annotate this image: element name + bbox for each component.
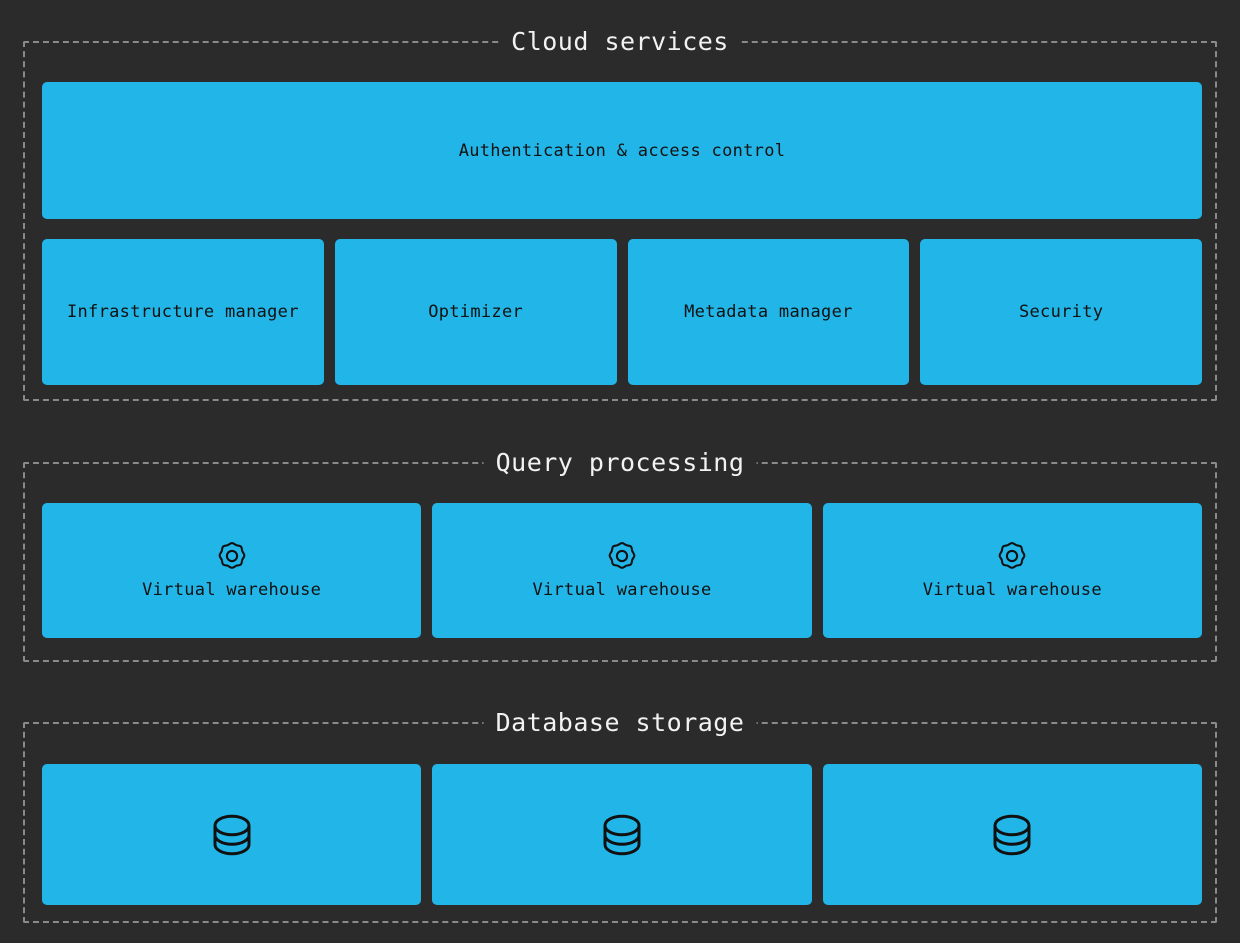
node-label: Infrastructure manager	[66, 302, 299, 322]
node-metadata-manager[interactable]: Metadata manager	[627, 239, 910, 385]
node-database-2[interactable]	[432, 764, 812, 905]
node-label: Virtual warehouse	[532, 580, 712, 600]
node-label: Virtual warehouse	[922, 580, 1102, 600]
section-title-database-storage: Database storage	[483, 708, 757, 738]
node-optimizer[interactable]: Optimizer	[334, 239, 617, 385]
gear-icon	[606, 540, 638, 572]
node-label: Security	[1018, 302, 1104, 322]
gear-icon	[216, 540, 248, 572]
section-title-query-processing: Query processing	[483, 448, 757, 478]
node-label: Optimizer	[428, 302, 524, 322]
row-authentication: Authentication & access control	[42, 82, 1202, 219]
node-security[interactable]: Security	[920, 239, 1202, 385]
row-database-storage-nodes	[42, 764, 1202, 905]
database-icon	[595, 808, 649, 862]
node-database-1[interactable]	[42, 764, 422, 905]
node-infrastructure-manager[interactable]: Infrastructure manager	[42, 239, 324, 385]
node-virtual-warehouse-1[interactable]: Virtual warehouse	[42, 503, 422, 638]
node-label: Metadata manager	[684, 302, 853, 322]
node-database-3[interactable]	[822, 764, 1202, 905]
node-virtual-warehouse-3[interactable]: Virtual warehouse	[822, 503, 1202, 638]
section-database-storage: Database storage	[23, 708, 1217, 923]
row-virtual-warehouses: Virtual warehouse Virtual warehouse	[42, 503, 1202, 638]
node-label: Virtual warehouse	[142, 580, 322, 600]
node-label: Authentication & access control	[458, 140, 786, 161]
database-icon	[205, 808, 259, 862]
database-icon	[985, 808, 1039, 862]
section-cloud-services: Cloud services Authentication & access c…	[23, 27, 1217, 401]
row-cloud-services-components: Infrastructure manager Optimizer Metadat…	[42, 239, 1202, 385]
node-virtual-warehouse-2[interactable]: Virtual warehouse	[432, 503, 812, 638]
node-authentication-access-control[interactable]: Authentication & access control	[42, 82, 1202, 219]
gear-icon	[996, 540, 1028, 572]
section-title-cloud-services: Cloud services	[499, 27, 741, 57]
section-query-processing: Query processing Virtual warehouse	[23, 448, 1217, 662]
